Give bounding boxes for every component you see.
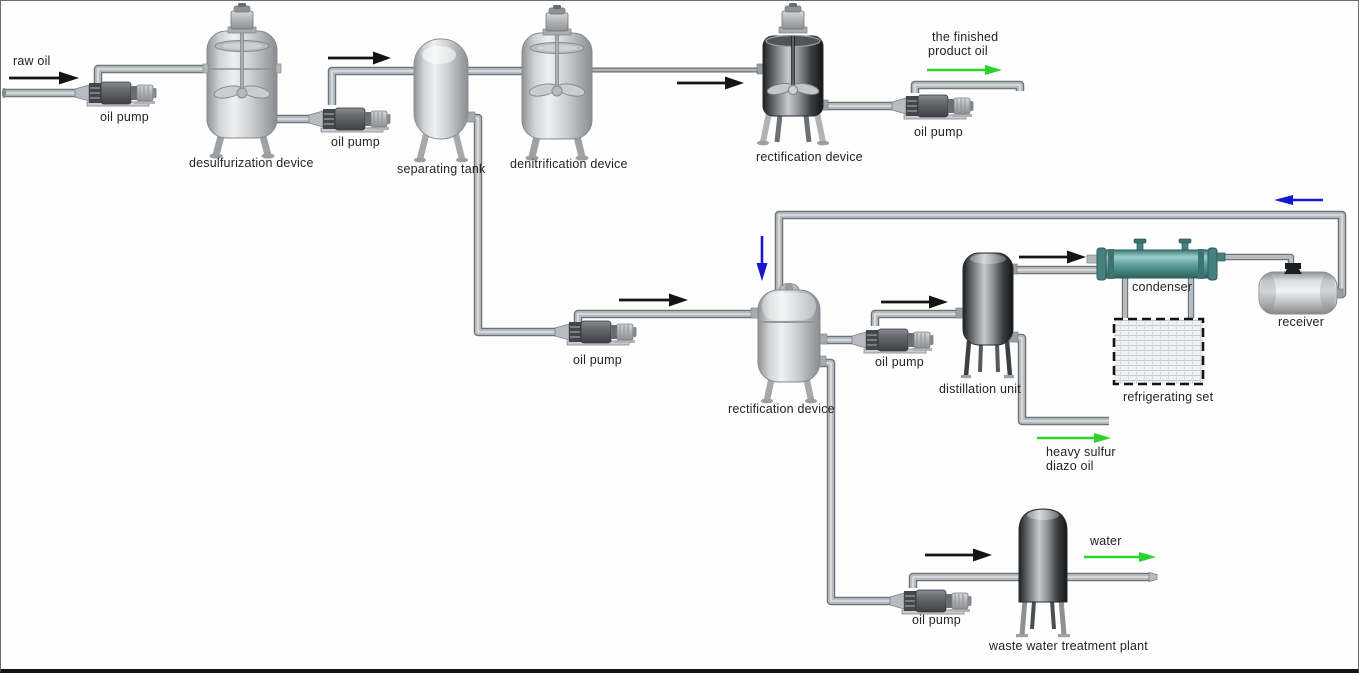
oil-pump-6	[889, 589, 973, 615]
pipe-distillation-heavy-oil-drain	[1012, 338, 1109, 421]
label-separating-tank: separating tank	[397, 162, 486, 176]
raw-oil-arrow-icon	[9, 71, 79, 85]
distillation-unit-tank	[955, 252, 1019, 379]
label-oil-pump-5: oil pump	[875, 355, 924, 369]
label-waste-water-treatment-plant: waste water treatment plant	[989, 639, 1148, 653]
pipe-open-end	[1, 87, 7, 99]
finished-product-arrow-icon	[927, 65, 1002, 75]
agitator-propeller-icon	[766, 82, 820, 96]
condenser-heat-exchanger	[1086, 238, 1226, 281]
agitator-motor-icon	[227, 2, 257, 34]
flow-arrow-right-icon	[881, 295, 948, 309]
label-desulfurization-device: desulfurization device	[189, 156, 314, 170]
label-oil-pump-6: oil pump	[912, 613, 961, 627]
water-arrow-icon	[1084, 552, 1156, 562]
return-flow-arrow-left-icon	[1274, 195, 1323, 205]
label-receiver: receiver	[1278, 315, 1325, 329]
heavy-oil-arrow-icon	[1037, 433, 1111, 443]
flow-arrow-right-icon	[677, 76, 744, 90]
agitator-propeller-icon	[528, 83, 586, 97]
pipe-rectification2-drain	[820, 363, 907, 601]
label-finished-product-line2: product oil	[928, 44, 988, 58]
pipe-finished-product-outlet	[915, 85, 1020, 93]
label-denitrification-device: denitrification device	[510, 157, 628, 171]
label-finished-product-line1: the finished	[932, 30, 999, 44]
label-condenser: condenser	[1132, 280, 1193, 294]
pipe-condenser-to-receiver	[1214, 257, 1291, 265]
water-pipe-end	[1148, 572, 1158, 582]
oil-pump-1	[74, 81, 158, 107]
rectification-device-1-tank	[756, 2, 829, 146]
rectification-device-2-tank	[750, 283, 828, 404]
label-oil-pump-4: oil pump	[573, 353, 622, 367]
label-rectification-device-1: rectification device	[756, 150, 863, 164]
separating-tank	[413, 38, 476, 163]
flow-arrow-right-icon	[328, 51, 391, 65]
desulfurization-device-tank	[202, 2, 282, 159]
label-water: water	[1090, 534, 1122, 548]
agitator-motor-icon	[542, 4, 572, 36]
label-refrigerating-set: refrigerating set	[1123, 390, 1214, 404]
agitator-motor-icon	[778, 2, 808, 34]
flow-arrow-right-icon	[1019, 250, 1086, 264]
pipe-separating-tank-drain	[468, 118, 573, 332]
oil-pump-3	[891, 94, 975, 120]
oil-pump-2	[308, 107, 392, 133]
oil-pump-5	[851, 328, 935, 354]
agitator-propeller-icon	[213, 85, 271, 99]
label-heavy-sulfur-line1: heavy sulfur	[1046, 445, 1116, 459]
label-heavy-sulfur-line2: diazo oil	[1046, 459, 1094, 473]
piping-network	[2, 69, 1342, 601]
label-distillation-unit: distillation unit	[939, 382, 1021, 396]
waste-water-treatment-plant-tank	[1016, 508, 1070, 638]
flow-arrow-right-icon	[619, 293, 688, 307]
denitrification-device-tank	[521, 4, 593, 161]
label-rectification-device-2: rectification device	[728, 402, 835, 416]
pipe-pump5-to-distillation	[875, 314, 961, 326]
receiver-tank	[1258, 263, 1344, 315]
return-flow-arrow-down-icon	[756, 236, 768, 281]
flow-arrow-right-icon	[925, 548, 992, 562]
refrigerating-set-unit	[1112, 317, 1205, 386]
oil-pump-4	[554, 320, 638, 346]
label-oil-pump-2: oil pump	[331, 135, 380, 149]
label-oil-pump-1: oil pump	[100, 110, 149, 124]
label-oil-pump-3: oil pump	[914, 125, 963, 139]
label-raw-oil: raw oil	[13, 54, 51, 68]
